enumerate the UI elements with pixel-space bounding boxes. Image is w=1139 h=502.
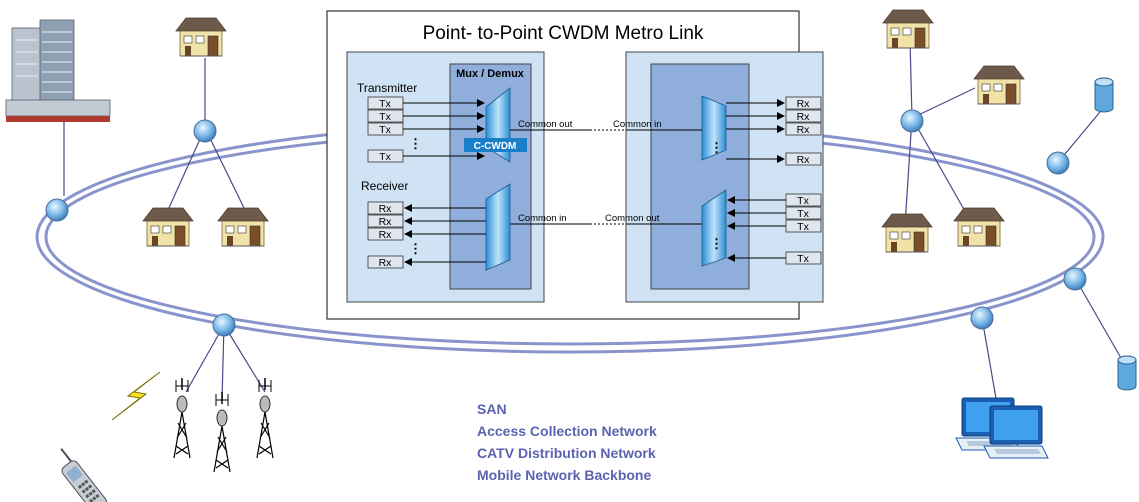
laptop-icon xyxy=(983,405,1049,459)
rx-box xyxy=(367,255,404,269)
house-icon xyxy=(882,9,934,49)
application-item: SAN xyxy=(477,401,507,417)
mux-demux-label: Mux / Demux xyxy=(456,68,525,80)
tx-label: Tx xyxy=(379,124,391,136)
house-icon xyxy=(973,65,1025,105)
rx-label: Rx xyxy=(379,203,393,215)
office-building-icon xyxy=(5,19,111,122)
application-item: Mobile Network Backbone xyxy=(477,467,651,483)
right-demux xyxy=(701,95,727,161)
signal-arrows xyxy=(403,99,786,266)
right-mux xyxy=(701,189,727,267)
rx-label: Rx xyxy=(797,111,811,123)
house-icon xyxy=(881,213,933,253)
house-icon xyxy=(142,207,194,247)
tx-label: Tx xyxy=(797,253,809,265)
rx-label: Rx xyxy=(379,257,393,269)
ellipsis: ⋮ xyxy=(409,241,422,256)
common-out-label: Common out xyxy=(605,213,660,224)
tx-label: Tx xyxy=(797,195,809,207)
network-node-icon xyxy=(193,119,217,143)
rx-label: Rx xyxy=(797,124,811,136)
right-tx-group: Tx Tx Tx Tx xyxy=(785,193,822,265)
left-tx-group: Tx Tx Tx Tx xyxy=(367,96,404,163)
rx-box xyxy=(785,122,822,136)
lightning-icon xyxy=(111,371,161,421)
network-node-icon xyxy=(45,198,69,222)
transmitter-label: Transmitter xyxy=(357,81,417,95)
application-item: Access Collection Network xyxy=(477,423,657,439)
cell-tower-icon xyxy=(256,377,274,459)
house-icon xyxy=(175,17,227,57)
tx-label: Tx xyxy=(379,98,391,110)
rx-box xyxy=(785,109,822,123)
cwdm-link-box: Point- to-Point CWDM Metro Link Mux / De… xyxy=(326,10,824,320)
rx-label: Rx xyxy=(797,154,811,166)
receiver-label: Receiver xyxy=(361,179,408,193)
connection-lines xyxy=(63,39,1126,411)
network-node-icon xyxy=(212,313,236,337)
cell-tower-icon xyxy=(213,391,231,473)
rx-box xyxy=(367,227,404,241)
ellipsis: ⋮ xyxy=(710,140,723,155)
rx-box xyxy=(785,152,822,166)
tx-label: Tx xyxy=(797,208,809,220)
network-node-icon xyxy=(900,109,924,133)
rx-box xyxy=(785,96,822,110)
application-item: CATV Distribution Network xyxy=(477,445,656,461)
diagram-title: Point- to-Point CWDM Metro Link xyxy=(423,23,704,44)
rx-box xyxy=(367,201,404,215)
common-in-label: Common in xyxy=(518,213,567,224)
common-links xyxy=(510,129,702,225)
tx-label: Tx xyxy=(379,151,391,163)
rx-label: Rx xyxy=(379,216,393,228)
network-nodes xyxy=(45,109,1087,337)
network-node-icon xyxy=(1063,267,1087,291)
cell-tower-icon xyxy=(173,377,191,459)
database-icon xyxy=(1117,355,1137,391)
network-node-icon xyxy=(970,306,994,330)
rx-box xyxy=(367,214,404,228)
network-node-icon xyxy=(1046,151,1070,175)
left-rx-group: Rx Rx Rx Rx xyxy=(367,201,404,269)
c-cwdm-badge xyxy=(464,138,527,152)
left-demux xyxy=(485,183,511,271)
right-rx-group: Rx Rx Rx Rx xyxy=(785,96,822,166)
house-icon xyxy=(217,207,269,247)
rx-label: Rx xyxy=(797,98,811,110)
database-icon xyxy=(1094,77,1114,113)
ellipsis: ⋮ xyxy=(710,236,723,251)
common-out-label: Common out xyxy=(518,119,573,130)
c-cwdm-label: C-CWDM xyxy=(474,141,517,152)
common-in-label: Common in xyxy=(613,119,662,130)
tx-label: Tx xyxy=(379,111,391,123)
mobile-phone-icon xyxy=(60,448,108,502)
ellipsis: ⋮ xyxy=(409,136,422,151)
house-icon xyxy=(953,207,1005,247)
rx-label: Rx xyxy=(379,229,393,241)
tx-label: Tx xyxy=(797,221,809,233)
right-mux-band xyxy=(650,63,750,290)
applications-list: SAN Access Collection Network CATV Distr… xyxy=(477,401,657,483)
